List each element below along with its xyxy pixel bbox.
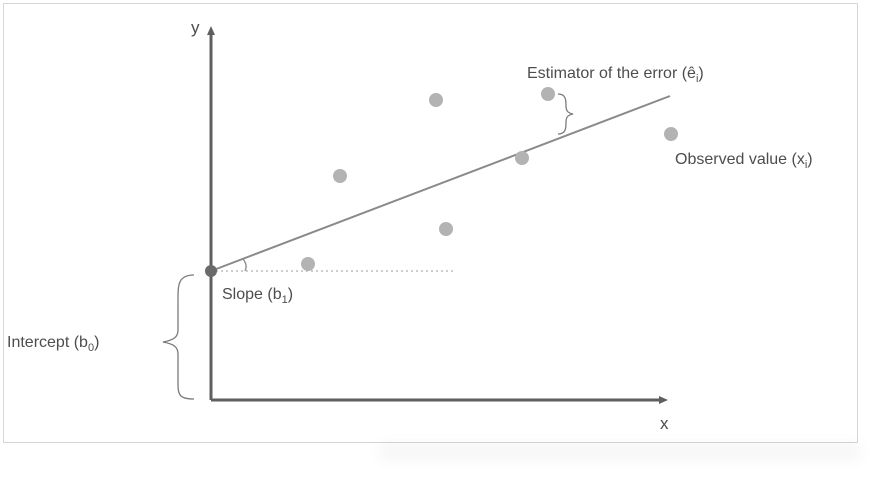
data-point [664, 127, 678, 141]
data-point [515, 151, 529, 165]
slope-angle-arc [242, 258, 247, 272]
diagram-frame [3, 3, 858, 443]
intercept-label: Intercept (b0) [7, 334, 99, 354]
slope-label: Slope (b1) [222, 286, 293, 306]
observed-value-label: Observed value (xi) [675, 151, 813, 171]
regression-line [210, 95, 671, 272]
x-axis-label: x [660, 414, 669, 433]
estimator-error-label: Estimator of the error (êi) [527, 65, 704, 85]
error-brace [557, 93, 574, 135]
observed-points [301, 87, 678, 271]
data-point [333, 169, 347, 183]
intercept-point [205, 265, 217, 277]
y-axis-label: y [191, 18, 200, 37]
data-point [541, 87, 555, 101]
data-point [439, 222, 453, 236]
intercept-brace [162, 274, 195, 400]
frame-shadow [380, 444, 860, 468]
data-point [301, 257, 315, 271]
data-point [429, 93, 443, 107]
